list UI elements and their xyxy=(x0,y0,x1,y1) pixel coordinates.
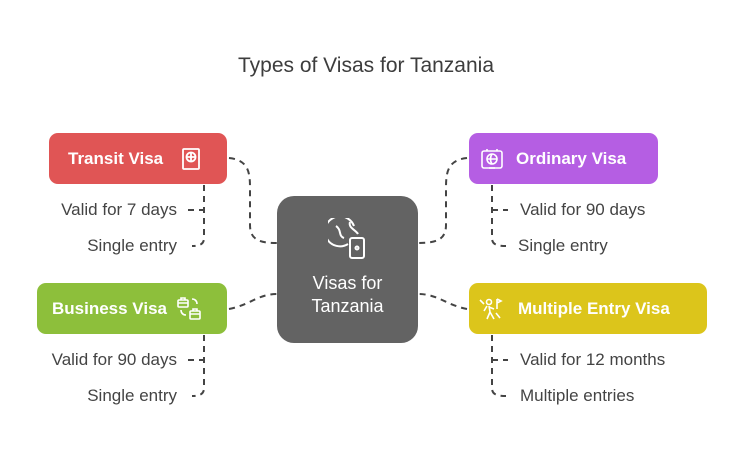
center-label-line1: Visas for xyxy=(312,273,383,293)
luggage-globe-icon xyxy=(481,148,503,169)
ordinary-detail-1: Valid for 90 days xyxy=(520,200,646,219)
transit-detail-2: Single entry xyxy=(87,236,177,255)
center-label-line2: Tanzania xyxy=(311,296,384,316)
passport-icon xyxy=(182,147,201,170)
briefcase-exchange-icon xyxy=(177,296,201,320)
business-visa-node: Business Visa xyxy=(37,283,227,334)
multiple-entry-visa-label: Multiple Entry Visa xyxy=(518,298,670,318)
diagram-title: Types of Visas for Tanzania xyxy=(237,54,495,77)
hiker-flag-icon xyxy=(479,297,503,319)
multiple-detail-1: Valid for 12 months xyxy=(520,350,666,369)
transit-visa-label: Transit Visa xyxy=(68,148,164,168)
multiple-detail-2: Multiple entries xyxy=(520,386,635,405)
transit-visa-node: Transit Visa xyxy=(49,133,227,184)
business-visa-label: Business Visa xyxy=(52,298,167,318)
transit-detail-1: Valid for 7 days xyxy=(61,200,177,219)
business-detail-1: Valid for 90 days xyxy=(51,350,177,369)
globe-passport-icon xyxy=(323,215,365,259)
center-node: Visas for Tanzania xyxy=(277,196,418,343)
business-detail-2: Single entry xyxy=(87,386,177,405)
multiple-entry-visa-node: Multiple Entry Visa xyxy=(469,283,707,334)
ordinary-detail-2: Single entry xyxy=(518,236,608,255)
ordinary-visa-label: Ordinary Visa xyxy=(516,148,627,168)
ordinary-visa-node: Ordinary Visa xyxy=(469,133,658,184)
